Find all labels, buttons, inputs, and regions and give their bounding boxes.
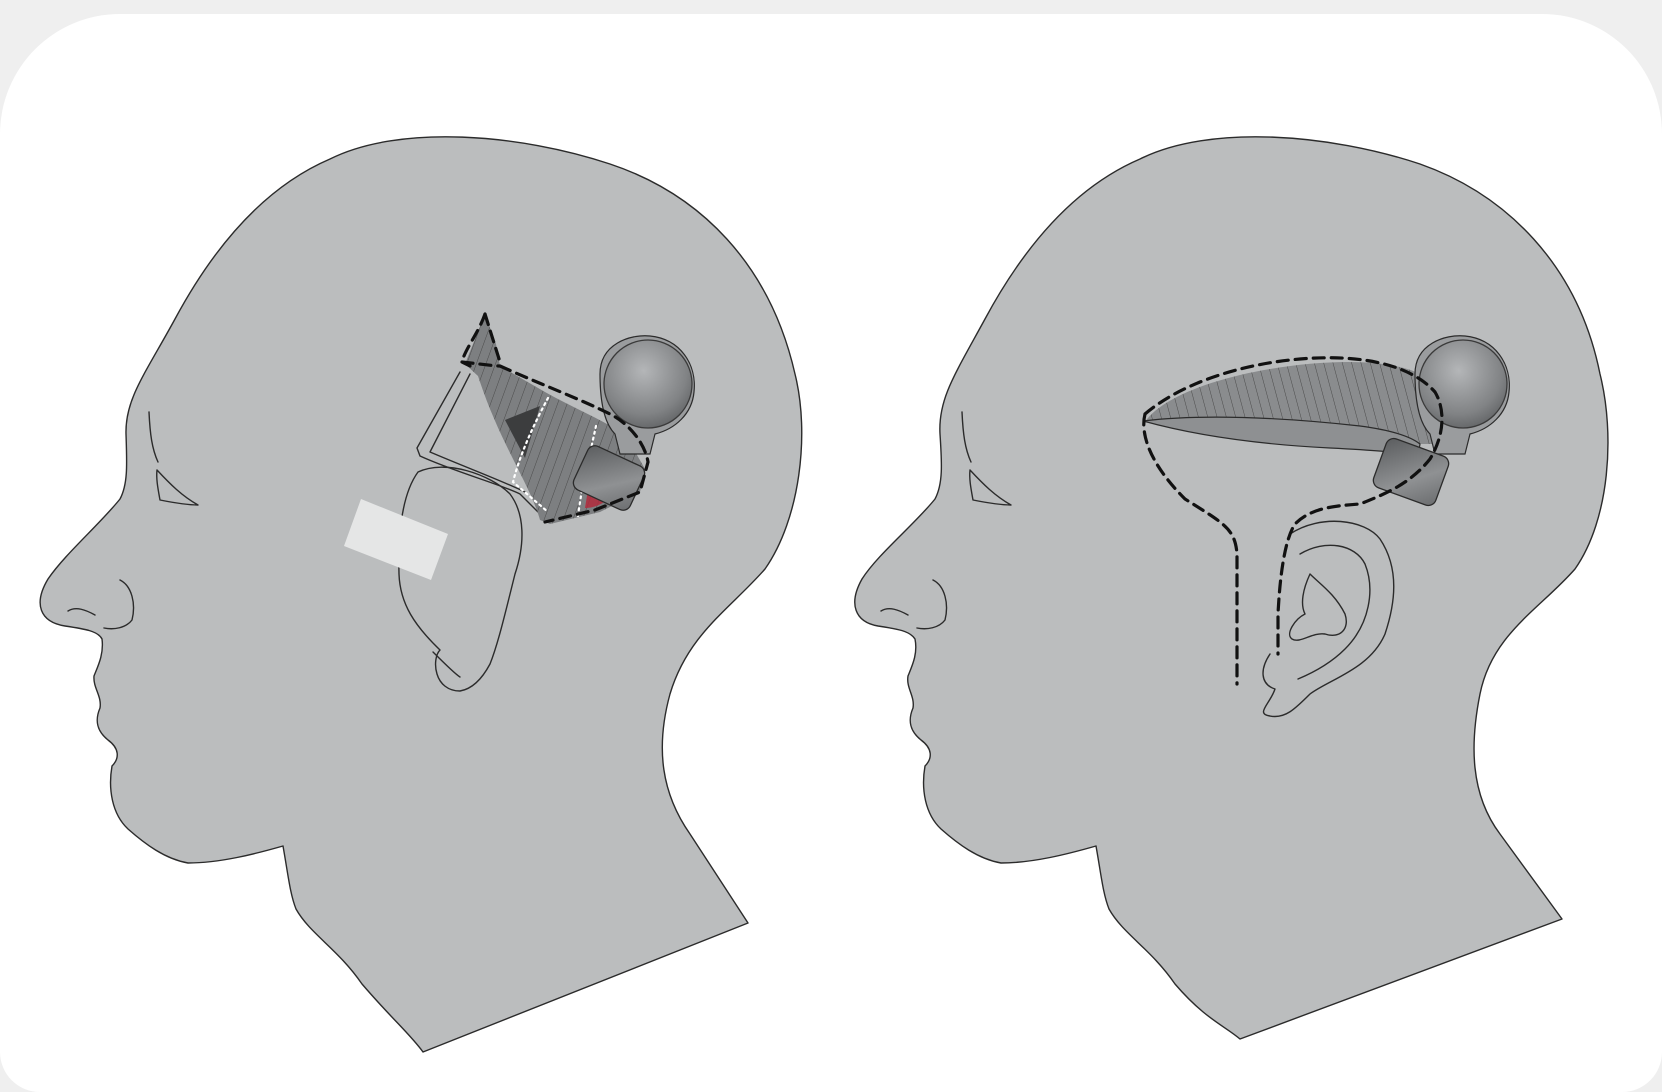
left-head-outline — [40, 137, 802, 1052]
right-panel — [855, 137, 1608, 1039]
figure-canvas — [0, 14, 1662, 1092]
figure-svg — [0, 14, 1662, 1092]
left-panel — [40, 137, 802, 1052]
right-head-outline — [855, 137, 1608, 1039]
